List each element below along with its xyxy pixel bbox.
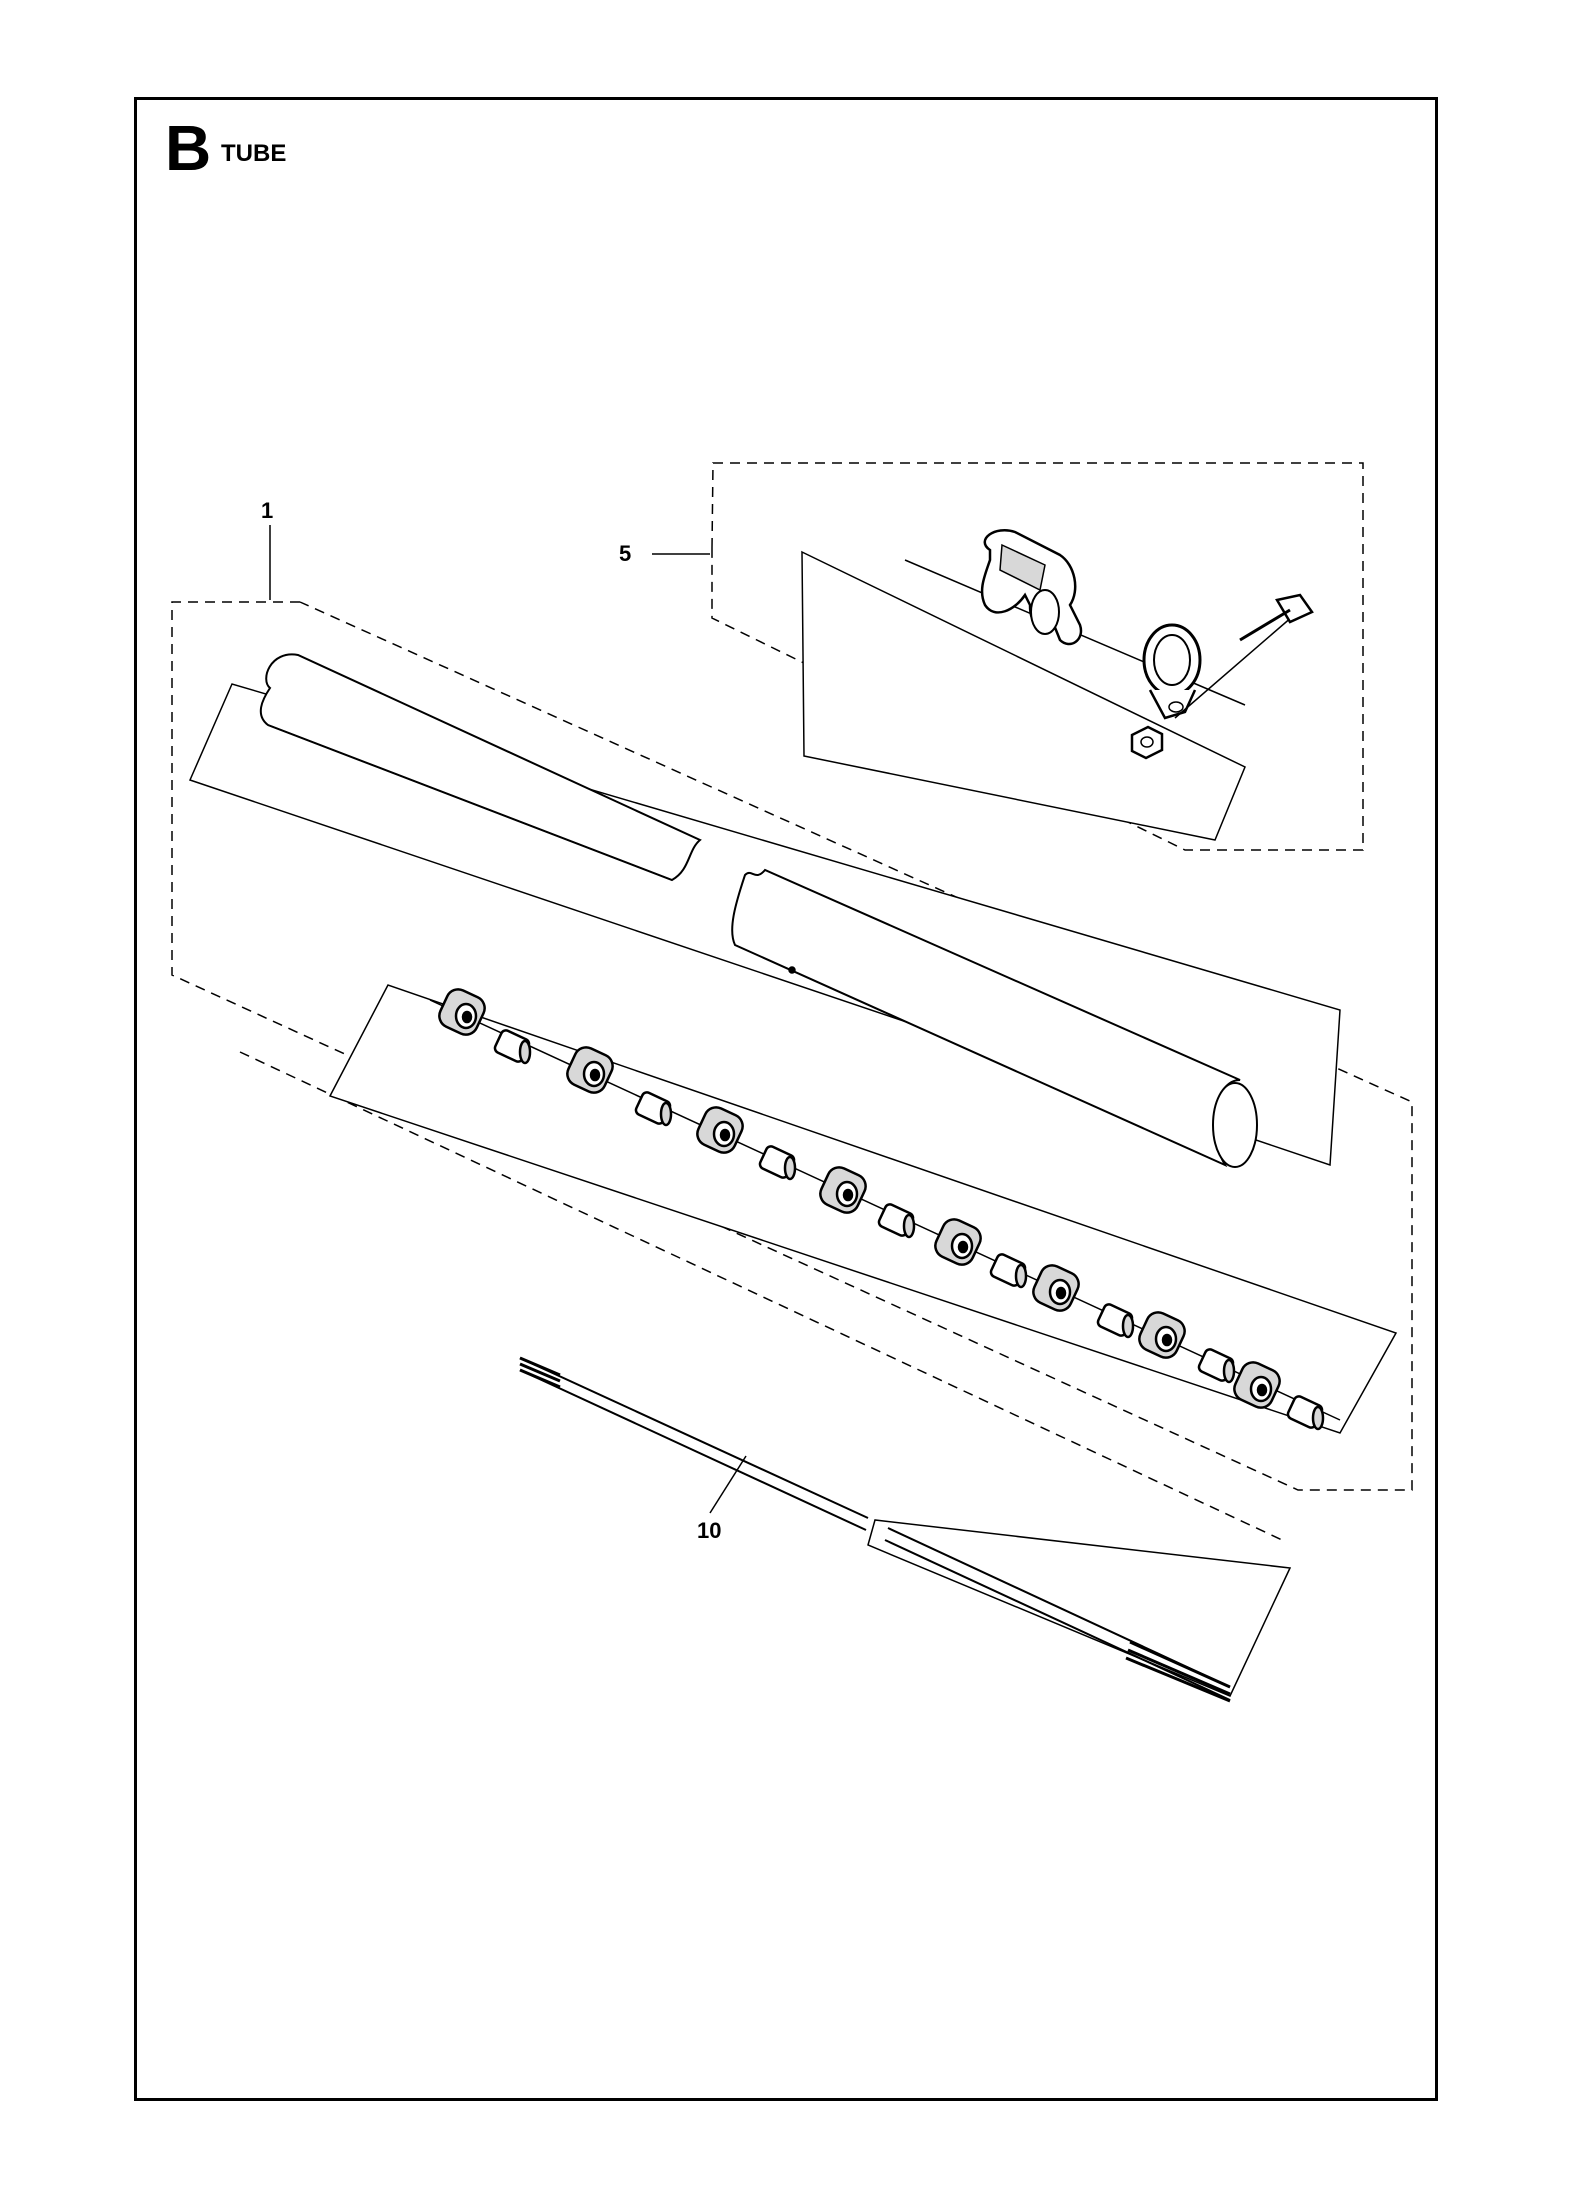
bearing-icon bbox=[1233, 1361, 1281, 1409]
bearings bbox=[438, 988, 1325, 1431]
bushing-icon bbox=[877, 1203, 916, 1239]
group-outline-part-1 bbox=[171, 601, 1413, 1491]
callout-part-5[interactable]: 5 bbox=[619, 541, 632, 566]
bearing-icon bbox=[566, 1046, 614, 1094]
shaft-thread-right-icon bbox=[1125, 1640, 1231, 1703]
bearing-icon bbox=[696, 1106, 744, 1154]
bushing-icon bbox=[493, 1029, 532, 1065]
bushing-icon bbox=[1197, 1348, 1236, 1384]
diagram-frame bbox=[134, 97, 1438, 2101]
callout-part-1[interactable]: 1 bbox=[261, 498, 274, 523]
bearing-icon bbox=[819, 1166, 867, 1214]
leader-part-10 bbox=[709, 1455, 747, 1514]
bushing-icon bbox=[1096, 1303, 1135, 1339]
tube-assembly bbox=[188, 653, 1341, 1168]
clamp-assembly bbox=[801, 529, 1314, 841]
bearing-icon bbox=[934, 1218, 982, 1266]
bushing-icon bbox=[989, 1253, 1028, 1289]
clamp-bracket-icon bbox=[980, 529, 1083, 646]
bearing-icon bbox=[1032, 1264, 1080, 1312]
tube-front-half bbox=[259, 653, 702, 882]
callout-part-10[interactable]: 10 bbox=[697, 1518, 722, 1543]
shaft-thread-left-icon bbox=[519, 1356, 561, 1389]
bushing-icon bbox=[758, 1145, 797, 1181]
drive-shaft bbox=[519, 1356, 1292, 1703]
section-letter: B bbox=[165, 112, 212, 184]
bearing-icon bbox=[1138, 1311, 1186, 1359]
screw-icon bbox=[1174, 593, 1314, 719]
bearing-icon bbox=[438, 988, 486, 1036]
group-outline-part-5 bbox=[711, 462, 1364, 851]
bushing-icon bbox=[634, 1091, 673, 1127]
section-title: TUBE bbox=[221, 140, 287, 167]
bushing-icon bbox=[1286, 1395, 1325, 1431]
